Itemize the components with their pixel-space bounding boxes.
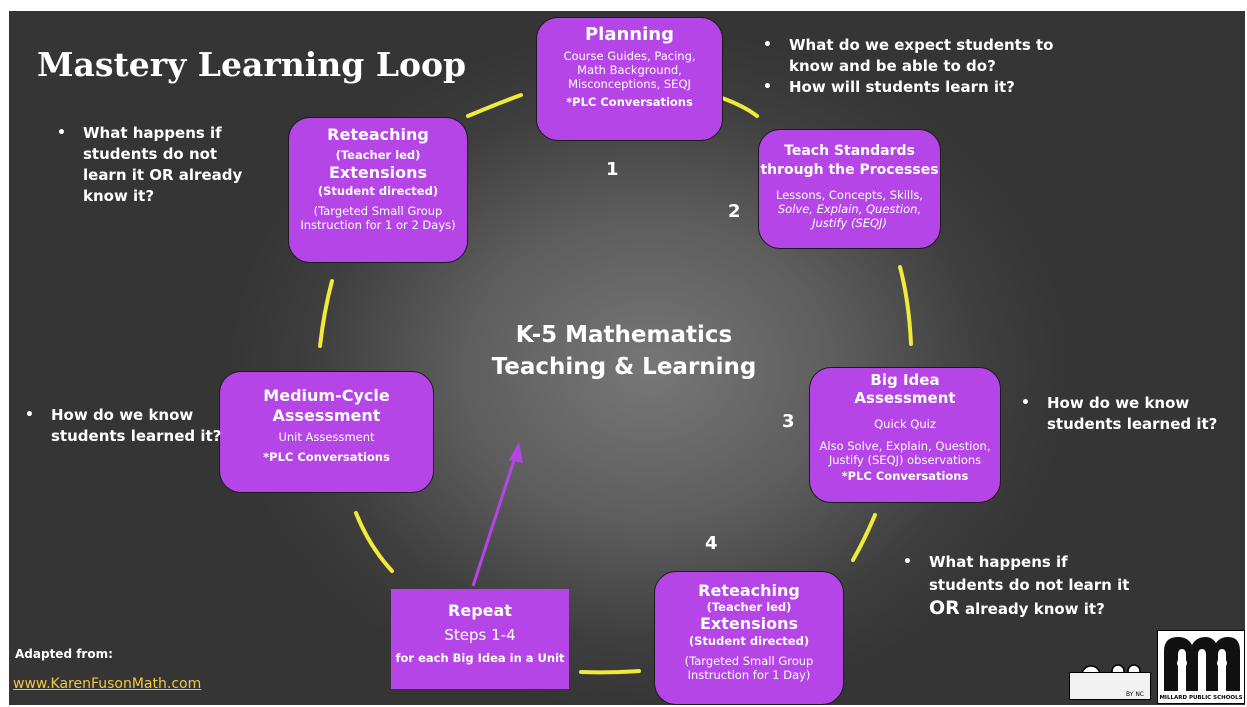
question-bottom-right-line-3-text: already know it? (959, 600, 1105, 618)
question-top-left-line-4: know it? (83, 187, 155, 205)
big-idea-line-1: Quick Quiz (874, 417, 936, 431)
question-bottom-right-line-2: students do not learn it (929, 576, 1130, 594)
question-top-left-line-2: students do not (83, 145, 218, 163)
reteach-bottom-title-2: Extensions (699, 614, 799, 633)
cc-license-text: BY NC (1125, 691, 1144, 698)
bullet-icon: • (903, 554, 912, 570)
step-number-2: 2 (728, 201, 741, 222)
teach-title-1: Teach Standards (784, 143, 915, 159)
step-number-3: 3 (782, 411, 795, 432)
reteach-bottom-box: Reteaching (Teacher led) Extensions (Stu… (654, 571, 844, 705)
question-top-right-line-3-text: How will students learn it? (789, 78, 1015, 96)
question-bottom-right: • What happens if students do not learn … (903, 551, 1130, 621)
repeat-title: Repeat (448, 601, 512, 620)
reteach-top-box: Reteaching (Teacher led) Extensions (Stu… (288, 117, 468, 263)
bullet-icon: • (57, 125, 66, 141)
millard-logo-icon (1164, 637, 1240, 691)
reteach-top-title-2: Extensions (328, 163, 428, 182)
question-top-right-line-1: What do we expect students to (789, 36, 1054, 54)
slide: cc Mastery Learning Loop K-5 Mathematics… (9, 11, 1245, 705)
reteach-bottom-sub-2: (Student directed) (688, 634, 810, 648)
planning-box: Planning Course Guides, Pacing, Math Bac… (536, 17, 723, 141)
connector-reteach-planning (466, 93, 523, 118)
big-idea-title-2: Assessment (854, 389, 956, 407)
question-mid-left-line-1: How do we know (51, 406, 194, 424)
millard-logo-caption: MILLARD PUBLIC SCHOOLS (1159, 695, 1243, 701)
reteach-top-line-1: (Targeted Small Group (313, 204, 443, 218)
repeat-box: Repeat Steps 1-4 for each Big Idea in a … (391, 589, 569, 689)
reteach-bottom-title: Reteaching (698, 581, 800, 600)
step-number-4: 4 (705, 533, 718, 554)
connector-bigidea-reteach (851, 513, 877, 562)
bullet-icon: • (763, 37, 772, 53)
medium-cycle-box: Medium-Cycle Assessment Unit Assessment … (219, 371, 434, 493)
big-idea-box: Big Idea Assessment Quick Quiz Also Solv… (809, 367, 1001, 503)
big-idea-line-2: Also Solve, Explain, Question, (819, 439, 991, 453)
teach-title-2: through the Processes (760, 162, 939, 178)
center-title: K-5 Mathematics Teaching & Learning (467, 319, 781, 383)
planning-title: Planning (584, 24, 674, 45)
step-number-1: 1 (606, 159, 619, 180)
question-top-right-line-3: • How will students learn it? (763, 77, 1053, 98)
teach-line-3: Justify (SEQJ) (812, 216, 887, 230)
connector-planning-teach (720, 96, 759, 118)
repeat-note: for each Big Idea in a Unit (395, 651, 565, 665)
teach-line-1: Lessons, Concepts, Skills, (776, 188, 923, 202)
repeat-sub: Steps 1-4 (444, 626, 516, 644)
karen-fuson-link[interactable]: www.KarenFusonMath.com (13, 676, 202, 692)
medium-title-2: Assessment (272, 406, 381, 425)
reteach-bottom-sub-1: (Teacher led) (706, 600, 792, 614)
connector-reteach-repeat (579, 669, 641, 675)
medium-note: *PLC Conversations (263, 450, 390, 464)
center-title-line-2: Teaching & Learning (491, 354, 757, 380)
slide-title: Mastery Learning Loop (37, 45, 467, 84)
question-bottom-right-line-3: OR already know it? (929, 597, 1129, 621)
reteach-top-line-2: Instruction for 1 or 2 Days) (300, 218, 456, 232)
or-word: OR (929, 597, 960, 619)
reteach-bottom-line-2: Instruction for 1 Day) (687, 668, 811, 682)
question-mid-left-line-2: students learned it? (51, 427, 222, 445)
bullet-icon: • (25, 407, 34, 423)
reteach-bottom-line-1: (Targeted Small Group (684, 654, 814, 668)
bullet-icon: • (1021, 395, 1030, 411)
teach-line-2: Solve, Explain, Question, (777, 202, 922, 216)
question-mid-right-line-1: How do we know (1047, 394, 1190, 412)
millard-logo: MILLARD PUBLIC SCHOOLS (1157, 630, 1245, 704)
adapted-from-label: Adapted from: (15, 647, 113, 661)
bullet-icon: • (763, 79, 772, 95)
center-title-line-1: K-5 Mathematics (515, 322, 733, 348)
medium-title-1: Medium-Cycle (263, 386, 390, 405)
big-idea-note: *PLC Conversations (841, 469, 969, 483)
connector-repeat-medium (354, 511, 394, 573)
reteach-top-title: Reteaching (327, 125, 429, 144)
planning-line-3: Misconceptions, SEQJ (568, 77, 691, 91)
question-bottom-right-line-1: What happens if (929, 553, 1068, 571)
big-idea-title-1: Big Idea (870, 371, 940, 389)
question-top-right: • What do we expect students to know and… (763, 35, 1054, 98)
planning-line-1: Course Guides, Pacing, (563, 49, 696, 63)
big-idea-line-3: Justify (SEQJ) observations (828, 453, 982, 467)
question-mid-right: • How do we know students learned it? (1021, 393, 1218, 435)
cc-license-icon: BY NC (1069, 672, 1151, 700)
question-top-left-line-1: What happens if (83, 124, 222, 142)
question-top-left: • What happens if students do not learn … (57, 123, 243, 207)
question-mid-left: • How do we know students learned it? (25, 405, 222, 447)
repeat-arrow (471, 442, 523, 587)
reteach-top-sub-1: (Teacher led) (335, 148, 421, 162)
medium-line-1: Unit Assessment (278, 430, 375, 444)
connector-teach-bigidea (898, 265, 913, 346)
reteach-top-sub-2: (Student directed) (317, 184, 439, 198)
planning-line-2: Math Background, (577, 63, 682, 77)
question-mid-right-line-2: students learned it? (1047, 415, 1218, 433)
teach-box: Teach Standards through the Processes Le… (758, 129, 941, 249)
planning-note: *PLC Conversations (566, 95, 693, 109)
connector-medium-reteach (318, 279, 334, 348)
question-top-left-line-3: learn it OR already (83, 166, 243, 184)
question-top-right-line-2: know and be able to do? (789, 57, 996, 75)
